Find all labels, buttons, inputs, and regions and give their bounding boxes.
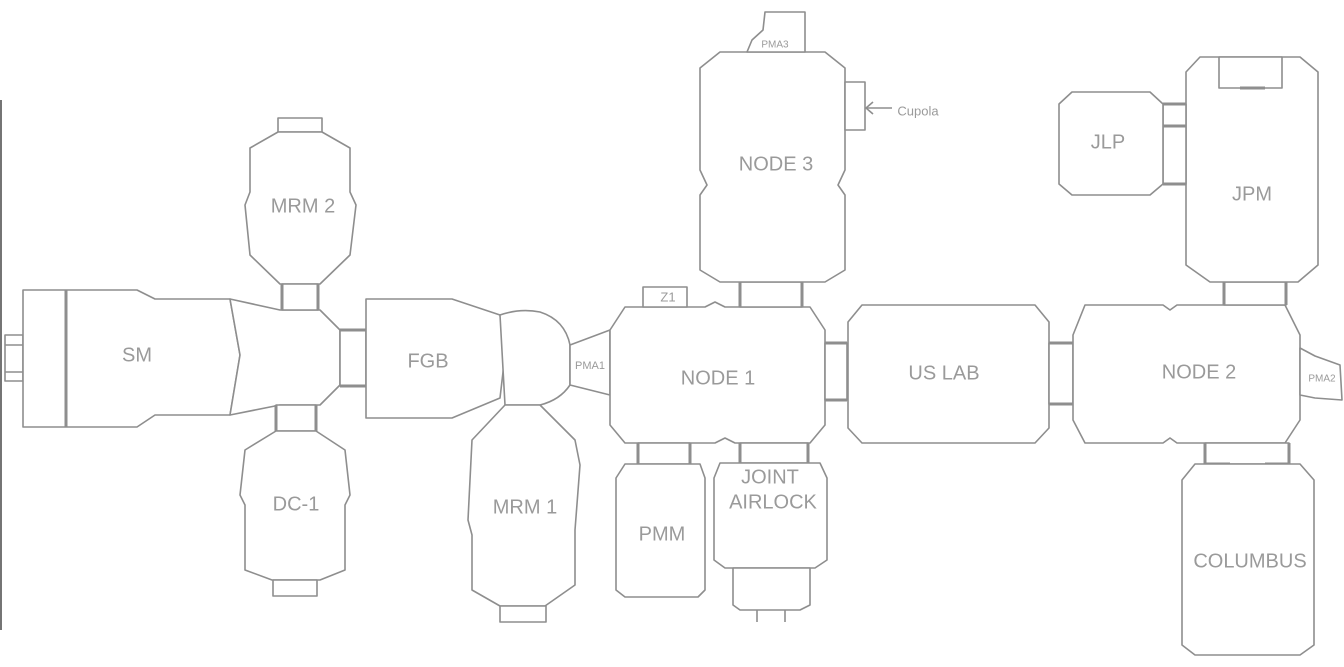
node2-columbus-connector	[1203, 442, 1291, 466]
node3-module	[699, 11, 892, 283]
joint-airlock-label-line2: AIRLOCK	[729, 491, 817, 513]
pmm-module	[615, 442, 706, 598]
pma2-label: PMA2	[1308, 374, 1336, 385]
hub-fgb-connector	[339, 328, 367, 388]
sm-transfer-hub	[229, 298, 341, 416]
node3-connector	[738, 281, 804, 308]
uslab-node2-connector	[1048, 341, 1074, 406]
mrm1-module	[467, 309, 581, 623]
node1-label: NODE 1	[681, 367, 755, 389]
us-lab-label: US LAB	[908, 362, 979, 384]
jlp-jpm-connector	[1162, 102, 1187, 186]
dc1-module	[239, 404, 351, 597]
columbus-module	[1181, 463, 1315, 656]
jlp-label: JLP	[1091, 131, 1125, 153]
mrm2-module	[244, 117, 357, 311]
fgb-module	[365, 298, 506, 419]
jlp-module	[1058, 91, 1164, 196]
joint-airlock-label-line1: JOINT	[741, 466, 799, 488]
fgb-label: FGB	[407, 350, 448, 372]
pma1-label: PMA1	[575, 360, 605, 372]
joint-airlock-module	[713, 442, 828, 622]
us-lab-module	[847, 304, 1050, 444]
jpm-module	[1185, 56, 1319, 283]
columbus-label: COLUMBUS	[1193, 550, 1306, 572]
z1-label: Z1	[660, 289, 675, 304]
cupola-label: Cupola	[897, 103, 939, 118]
sm-label: SM	[122, 344, 152, 366]
dc1-label: DC-1	[273, 493, 320, 515]
node3-label: NODE 3	[739, 153, 813, 175]
node1-uslab-connector	[824, 341, 848, 402]
pmm-label: PMM	[639, 523, 686, 545]
pma3-label: PMA3	[761, 40, 789, 51]
node1-module	[609, 286, 826, 444]
node2-jpm-connector	[1222, 281, 1288, 306]
node2-label: NODE 2	[1162, 361, 1236, 383]
mrm1-label: MRM 1	[493, 496, 557, 518]
node2-module	[1072, 304, 1343, 444]
mrm2-label: MRM 2	[271, 195, 335, 217]
jpm-label: JPM	[1232, 183, 1272, 205]
